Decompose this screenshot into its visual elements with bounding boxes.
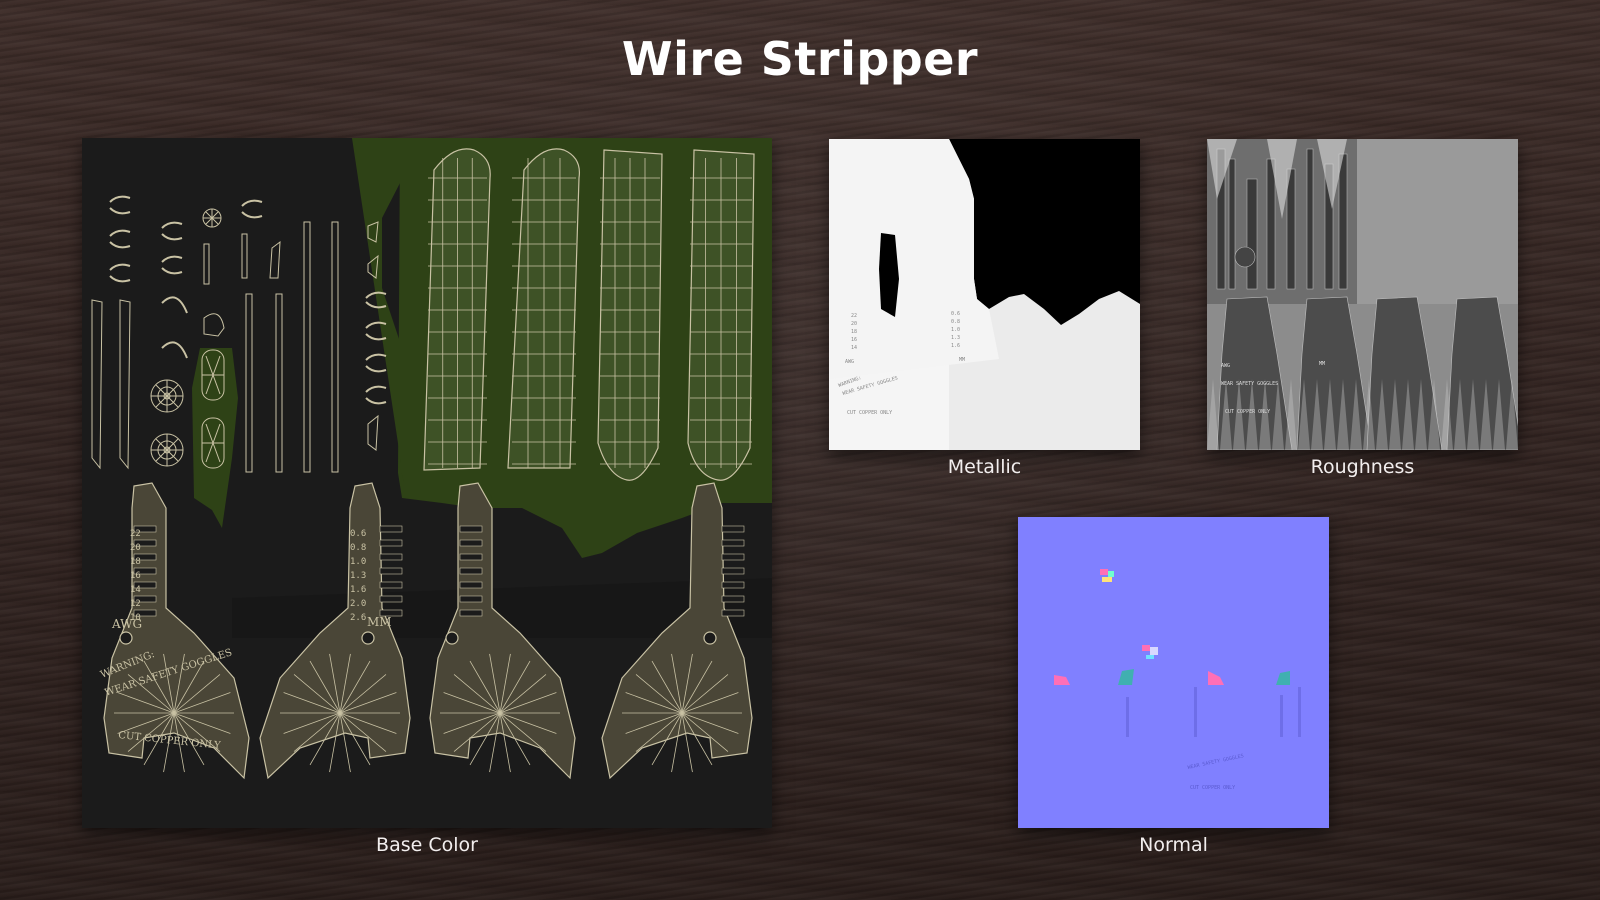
metallic-label: Metallic <box>947 456 1022 478</box>
svg-text:CUT COPPER ONLY: CUT COPPER ONLY <box>847 410 892 416</box>
mm-number: 2.0 <box>350 599 366 609</box>
svg-text:14: 14 <box>851 345 857 351</box>
mm-number: 1.0 <box>350 557 366 567</box>
handle-shell <box>601 482 753 780</box>
svg-text:20: 20 <box>851 321 857 327</box>
strip-1 <box>423 148 491 471</box>
page-title: Wire Stripper <box>621 32 979 86</box>
svg-text:CUT COPPER ONLY: CUT COPPER ONLY <box>1225 409 1270 415</box>
base-color-map: AWG MM WARNING: WEAR SAFETY GOGGLES CUT … <box>82 138 772 828</box>
base-color-label: Base Color <box>376 834 478 856</box>
base-color-texture: AWG MM WARNING: WEAR SAFETY GOGGLES CUT … <box>82 138 772 828</box>
normal-map: WEAR SAFETY GOGGLES CUT COPPER ONLY <box>1018 517 1329 828</box>
awg-number: 16 <box>130 571 141 581</box>
svg-text:1.3: 1.3 <box>951 335 960 341</box>
green-region-left <box>350 138 404 483</box>
svg-text:AWG: AWG <box>845 359 854 365</box>
roughness-map: AWG MM WEAR SAFETY GOGGLES CUT COPPER ONL… <box>1207 139 1518 450</box>
svg-text:WEAR SAFETY GOGGLES: WEAR SAFETY GOGGLES <box>1221 381 1278 387</box>
awg-label: AWG <box>111 617 142 631</box>
svg-text:MM: MM <box>959 357 965 363</box>
normal-texture: WEAR SAFETY GOGGLES CUT COPPER ONLY <box>1018 517 1329 828</box>
svg-text:MM: MM <box>1319 361 1325 367</box>
svg-text:CUT COPPER ONLY: CUT COPPER ONLY <box>1190 785 1235 791</box>
mm-number: 1.3 <box>350 571 366 581</box>
awg-number: 18 <box>130 557 141 567</box>
svg-text:16: 16 <box>851 337 857 343</box>
mm-number: 0.6 <box>350 529 366 539</box>
mm-number: 1.6 <box>350 585 366 595</box>
svg-text:AWG: AWG <box>1221 363 1230 369</box>
roughness-label: Roughness <box>1310 456 1415 478</box>
mm-number: 0.8 <box>350 543 366 553</box>
awg-number: 22 <box>130 529 141 539</box>
svg-text:22: 22 <box>851 313 857 319</box>
awg-number: 14 <box>130 585 141 595</box>
svg-text:0.6: 0.6 <box>951 311 960 317</box>
svg-text:0.8: 0.8 <box>951 319 960 325</box>
roughness-texture: AWG MM WEAR SAFETY GOGGLES CUT COPPER ONL… <box>1207 139 1518 450</box>
normal-label: Normal <box>1139 834 1208 856</box>
svg-text:18: 18 <box>851 329 857 335</box>
svg-text:1.6: 1.6 <box>951 343 960 349</box>
awg-number: 12 <box>130 599 141 609</box>
mm-label: MM <box>367 615 392 629</box>
handle-shell <box>259 482 411 780</box>
awg-number: 20 <box>130 543 141 553</box>
awg-number: 10 <box>130 613 141 623</box>
svg-text:1.0: 1.0 <box>951 327 960 333</box>
mm-number: 2.6 <box>350 613 366 623</box>
